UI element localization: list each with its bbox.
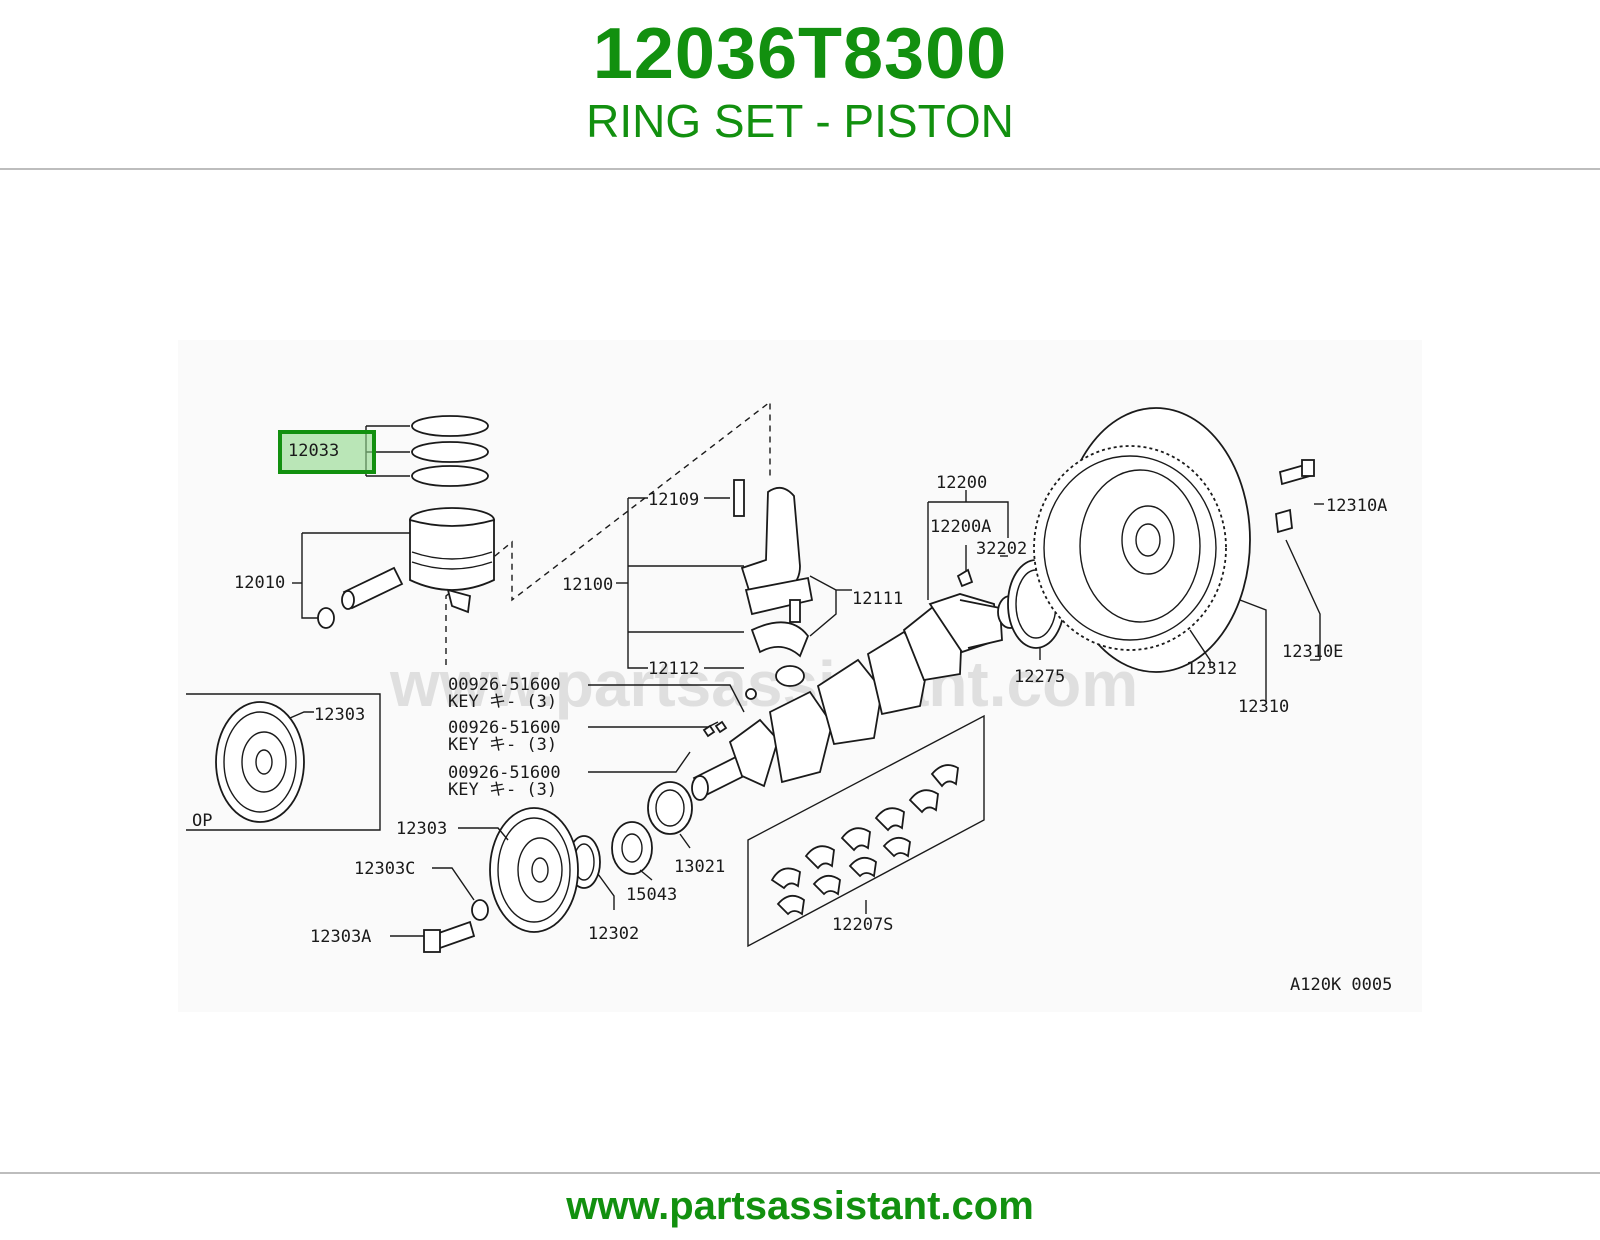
watermark-text: www.partsassistant.com bbox=[389, 648, 1138, 720]
part-name-subtitle: RING SET - PISTON bbox=[586, 95, 1014, 147]
label-key1-desc: KEY キ- (3) bbox=[448, 692, 557, 712]
label-32202[interactable]: 32202 bbox=[976, 539, 1027, 559]
label-12303[interactable]: 12303 bbox=[396, 819, 447, 839]
label-12112[interactable]: 12112 bbox=[648, 659, 699, 679]
label-12310a[interactable]: 12310A bbox=[1326, 496, 1387, 516]
label-12200a[interactable]: 12200A bbox=[930, 517, 991, 537]
footer-website-link[interactable]: www.partsassistant.com bbox=[566, 1184, 1034, 1228]
option-inset bbox=[186, 693, 381, 831]
label-key2-desc: KEY キ- (3) bbox=[448, 735, 557, 755]
part-number-title: 12036T8300 bbox=[592, 14, 1008, 94]
label-12312[interactable]: 12312 bbox=[1186, 659, 1237, 679]
connecting-rod-leaders bbox=[616, 497, 852, 669]
label-12302[interactable]: 12302 bbox=[588, 924, 639, 944]
label-15043[interactable]: 15043 bbox=[626, 885, 677, 905]
label-key1-number[interactable]: 00926-51600 bbox=[448, 675, 561, 695]
crankshaft bbox=[691, 593, 1003, 801]
piston-rings bbox=[365, 415, 489, 487]
label-13021[interactable]: 13021 bbox=[674, 857, 725, 877]
piston bbox=[301, 507, 495, 619]
connecting-rod-outline bbox=[445, 400, 771, 665]
label-12207s[interactable]: 12207S bbox=[832, 915, 893, 935]
crankshaft-pulley bbox=[390, 807, 579, 953]
crankshaft-leaders bbox=[927, 490, 1009, 600]
connecting-rod bbox=[733, 479, 814, 700]
label-12100[interactable]: 12100 bbox=[562, 575, 613, 595]
label-12310e[interactable]: 12310E bbox=[1282, 642, 1343, 662]
label-key2-number[interactable]: 00926-51600 bbox=[448, 718, 561, 738]
highlighted-part-12033[interactable] bbox=[278, 430, 376, 474]
label-12310[interactable]: 12310 bbox=[1238, 697, 1289, 717]
label-12200[interactable]: 12200 bbox=[936, 473, 987, 493]
diagram-code: A120K 0005 bbox=[1290, 975, 1392, 995]
woodruff-key-leaders bbox=[588, 684, 745, 773]
label-key3-desc: KEY キ- (3) bbox=[448, 780, 557, 800]
crankshaft-gears bbox=[567, 781, 693, 910]
label-12111[interactable]: 12111 bbox=[852, 589, 903, 609]
flywheel-bolt-and-dowel bbox=[1275, 459, 1324, 661]
flywheel bbox=[1033, 407, 1267, 702]
label-option: OP bbox=[192, 811, 212, 831]
label-key3-number[interactable]: 00926-51600 bbox=[448, 763, 561, 783]
label-12109[interactable]: 12109 bbox=[648, 490, 699, 510]
label-12010[interactable]: 12010 bbox=[234, 573, 285, 593]
label-12033[interactable]: 12033 bbox=[288, 441, 339, 461]
page-header: 12036T8300 RING SET - PISTON bbox=[0, 0, 1600, 168]
main-bearings-set bbox=[747, 714, 985, 948]
label-12275[interactable]: 12275 bbox=[1014, 667, 1065, 687]
header-divider bbox=[0, 168, 1600, 170]
piston-pin bbox=[292, 566, 404, 629]
label-12303a[interactable]: 12303A bbox=[310, 927, 371, 947]
label-12303c[interactable]: 12303C bbox=[354, 859, 415, 879]
footer-divider bbox=[0, 1172, 1600, 1174]
label-12303-inset[interactable]: 12303 bbox=[314, 705, 365, 725]
